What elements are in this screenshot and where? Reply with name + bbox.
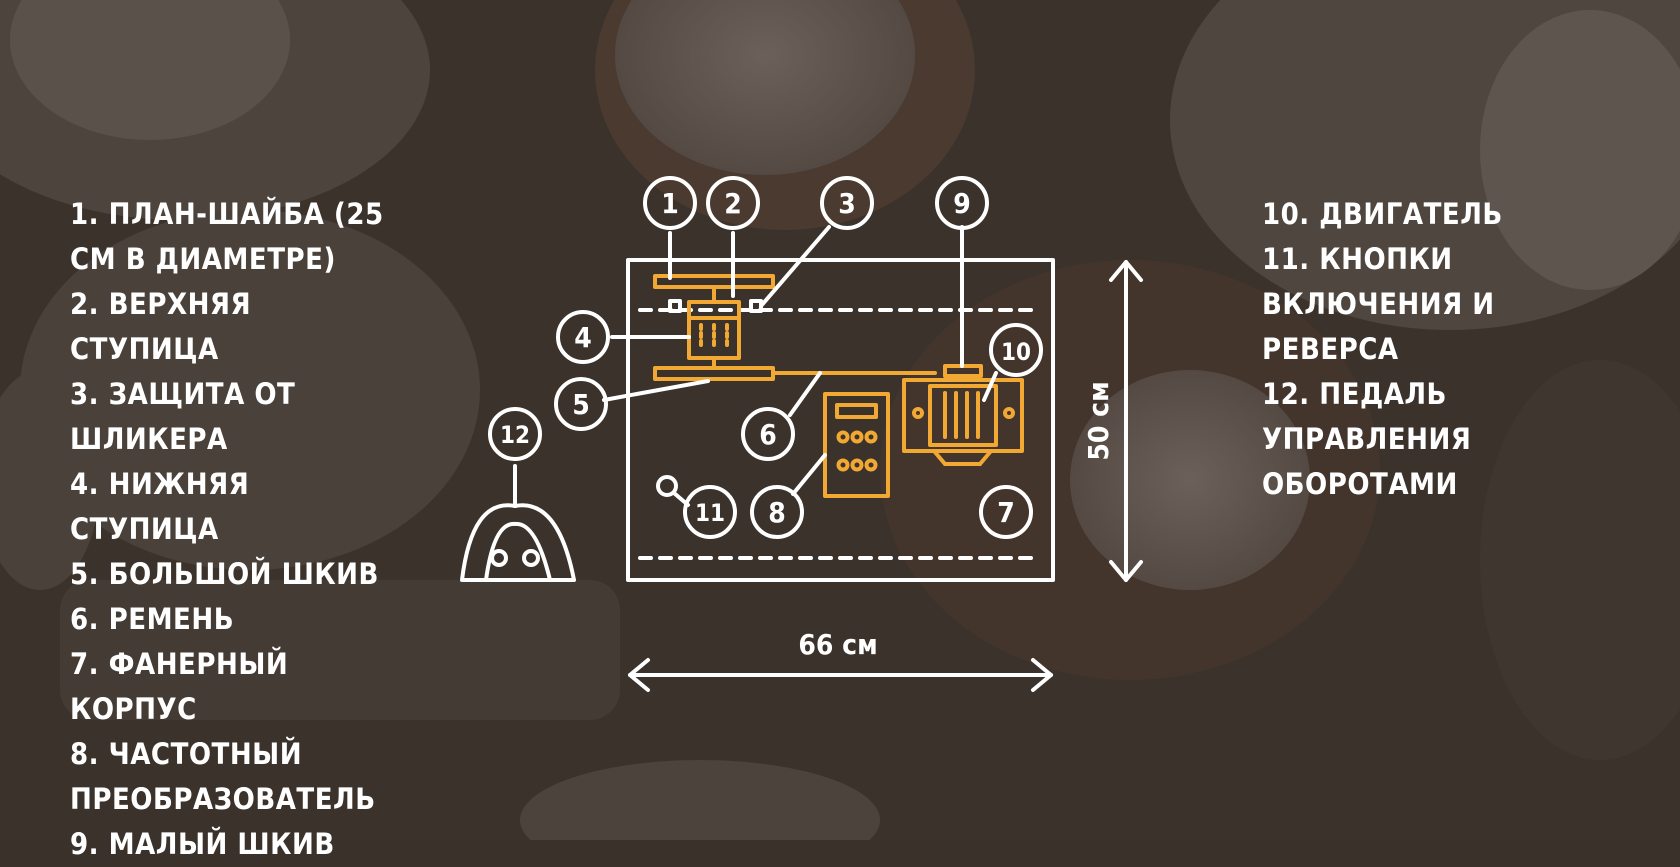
callout-5: 5	[554, 377, 608, 431]
callout-5-label: 5	[572, 388, 590, 421]
legend-item-5: 5. Большой шкив	[70, 557, 379, 591]
callout-9-label: 9	[953, 187, 971, 220]
legend-item-11: 11. Кнопки включения и реверса	[1262, 242, 1495, 366]
callout-9: 9	[935, 176, 989, 230]
callout-2-label: 2	[724, 187, 742, 220]
callout-7-label: 7	[997, 496, 1015, 529]
housing	[626, 258, 1055, 582]
callout-1: 1	[643, 176, 697, 230]
background-photo	[0, 0, 1680, 840]
legend-item-3: 3. Защита от шликера	[70, 377, 296, 456]
legend-item-6: 6. Ремень	[70, 602, 235, 636]
legend-left: 1. План-шайба (25 см в диаметре) 2. Верх…	[70, 192, 400, 867]
components	[653, 274, 1024, 498]
legend-item-7: 7. Фанерный корпус	[70, 647, 289, 726]
pedal	[460, 464, 576, 582]
callouts: 1 2 3 4 5 6 7 8	[488, 176, 1043, 539]
motor	[902, 378, 1024, 466]
callout-12: 12	[488, 407, 542, 461]
height-dimension-label: 50 см	[1082, 381, 1115, 460]
frequency-converter	[823, 392, 890, 498]
callout-6: 6	[741, 407, 795, 461]
legend-item-10: 10. Двигатель	[1262, 197, 1503, 231]
dimension-arrows	[628, 260, 1143, 692]
callout-7: 7	[979, 485, 1033, 539]
leader-lines	[602, 225, 998, 496]
legend-item-2: 2. Верхняя ступица	[70, 287, 252, 366]
callout-11-label: 11	[695, 499, 725, 527]
callout-3-label: 3	[838, 187, 856, 220]
callout-4: 4	[556, 310, 610, 364]
callout-4-label: 4	[574, 321, 592, 354]
legend-item-1: 1. План-шайба (25 см в диаметре)	[70, 197, 384, 276]
legend-item-12: 12. Педаль управления оборотами	[1262, 377, 1472, 501]
callout-8: 8	[750, 485, 804, 539]
legend-item-8: 8. Частотный преобразователь	[70, 737, 376, 816]
callout-3: 3	[820, 176, 874, 230]
callout-6-label: 6	[759, 418, 777, 451]
legend-item-4: 4. Нижняя ступица	[70, 467, 250, 546]
callout-10-label: 10	[1001, 338, 1031, 366]
callout-12-label: 12	[500, 421, 530, 449]
callout-10: 10	[989, 323, 1043, 377]
callout-2: 2	[706, 176, 760, 230]
wheel-diagram: 66 см 50 см 1 2 3 4 5 6 7	[460, 176, 1143, 692]
wheel-head	[653, 274, 775, 381]
width-dimension-label: 66 см	[798, 628, 877, 661]
callout-1-label: 1	[661, 187, 679, 220]
callout-8-label: 8	[768, 496, 786, 529]
legend-right: 10. Двигатель 11. Кнопки включения и рев…	[1262, 192, 1602, 507]
power-button	[656, 475, 690, 507]
callout-11: 11	[683, 485, 737, 539]
